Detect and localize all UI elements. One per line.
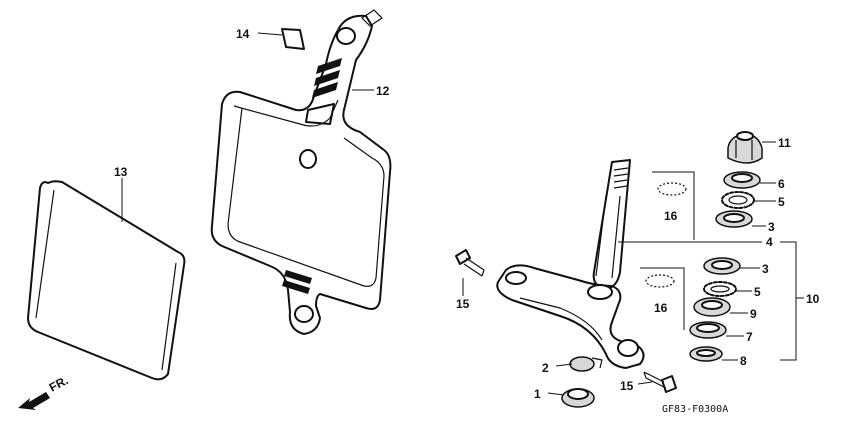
callout-2: 2	[542, 361, 549, 375]
callout-15-right: 15	[620, 379, 634, 393]
callout-16-upper: 16	[664, 209, 678, 223]
steel-ball-set-lower	[640, 267, 685, 330]
bolt-lower	[643, 371, 677, 393]
steel-ball-lower	[703, 281, 737, 297]
lower-race	[693, 297, 731, 317]
callout-9: 9	[750, 307, 757, 321]
front-direction-label: FR.	[47, 373, 71, 394]
front-direction-arrow: FR.	[18, 373, 70, 410]
adjusting-nut	[727, 131, 763, 164]
steel-ball-upper	[721, 191, 755, 209]
callout-6: 6	[778, 177, 785, 191]
upper-cone-race	[715, 210, 753, 228]
callout-16-lower: 16	[654, 301, 668, 315]
dust-seal-washer	[689, 346, 723, 362]
lower-cone-race	[703, 257, 741, 275]
callout-5-upper: 5	[778, 195, 785, 209]
number-plate-panel	[27, 180, 186, 381]
callout-5-lower: 5	[754, 285, 761, 299]
callout-4: 4	[766, 235, 773, 249]
plate-bracket	[210, 9, 392, 335]
leader-lines	[121, 32, 804, 396]
hose-clamp	[569, 356, 603, 372]
dust-seal	[561, 388, 595, 408]
callout-8: 8	[740, 354, 747, 368]
callout-3-upper: 3	[768, 220, 775, 234]
callout-13: 13	[114, 165, 128, 179]
callout-1: 1	[534, 387, 541, 401]
upper-race	[723, 171, 761, 189]
steel-ball-set-upper	[652, 171, 695, 240]
callout-7: 7	[746, 330, 753, 344]
callout-15-left: 15	[456, 297, 470, 311]
steering-stem	[496, 159, 645, 369]
callout-10: 10	[806, 292, 820, 306]
callout-14: 14	[236, 27, 250, 41]
bolt-upper	[455, 249, 485, 277]
callout-11: 11	[778, 136, 791, 150]
caution-label	[281, 28, 305, 50]
callout-12: 12	[376, 84, 390, 98]
drawing-code: GF83-F0300A	[662, 404, 728, 415]
bottom-cone-race	[689, 321, 727, 339]
callout-3-lower: 3	[762, 262, 769, 276]
